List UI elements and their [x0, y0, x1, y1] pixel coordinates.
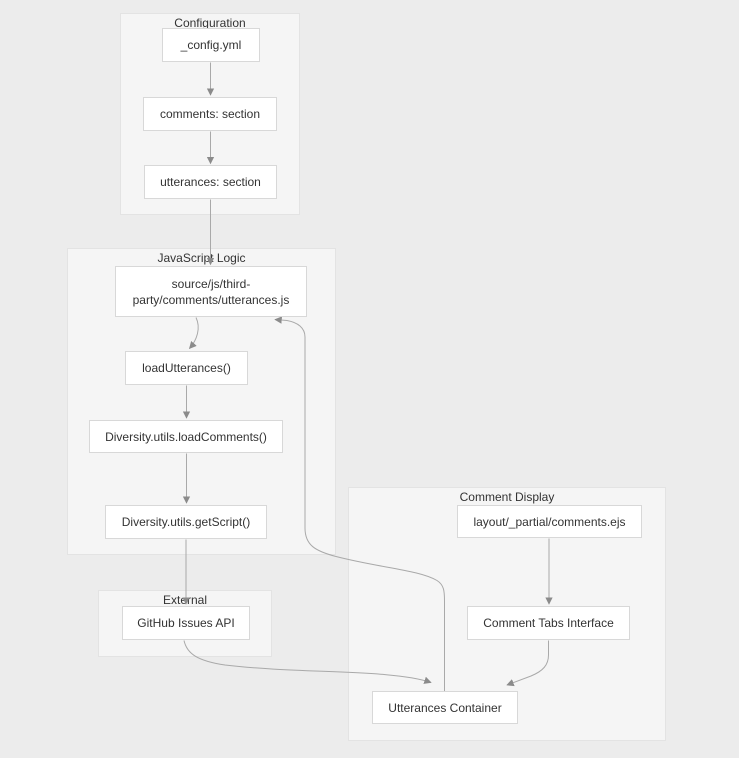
node-get-script-label: Diversity.utils.getScript() — [121, 515, 251, 529]
subgraph-title-javascript-logic: JavaScript Logic — [157, 251, 246, 265]
node-utterances-js-label-line2: party/comments/utterances.js — [132, 292, 290, 307]
node-utterances-container: Utterances Container — [372, 691, 518, 724]
node-utterances-section-label: utterances: section — [160, 175, 261, 189]
node-config-yml: _config.yml — [162, 28, 260, 62]
node-config-yml-label: _config.yml — [180, 38, 242, 52]
node-comments-ejs: layout/_partial/comments.ejs — [457, 505, 642, 538]
node-load-comments: Diversity.utils.loadComments() — [89, 420, 283, 453]
node-utterances-container-label: Utterances Container — [388, 700, 502, 715]
node-utterances-js: source/js/third- party/comments/utteranc… — [115, 266, 307, 317]
subgraph-title-external: External — [162, 593, 208, 607]
subgraph-title-configuration: Configuration — [174, 16, 246, 30]
node-utterances-section: utterances: section — [144, 165, 277, 199]
node-get-script: Diversity.utils.getScript() — [105, 505, 267, 539]
node-load-comments-label: Diversity.utils.loadComments() — [105, 429, 267, 444]
subgraph-title-comment-display: Comment Display — [459, 490, 555, 504]
node-load-utterances: loadUtterances() — [125, 351, 248, 385]
node-utterances-js-label-line1: source/js/third- — [171, 276, 251, 291]
node-comments-section-label: comments: section — [159, 107, 261, 121]
node-comment-tabs-interface: Comment Tabs Interface — [467, 606, 630, 640]
node-load-utterances-label: loadUtterances() — [142, 361, 231, 375]
node-comments-section: comments: section — [143, 97, 277, 131]
node-github-issues-api-label: GitHub Issues API — [137, 616, 235, 630]
node-comments-ejs-label: layout/_partial/comments.ejs — [473, 514, 626, 529]
node-github-issues-api: GitHub Issues API — [122, 606, 250, 640]
node-comment-tabs-interface-label: Comment Tabs Interface — [483, 616, 614, 630]
